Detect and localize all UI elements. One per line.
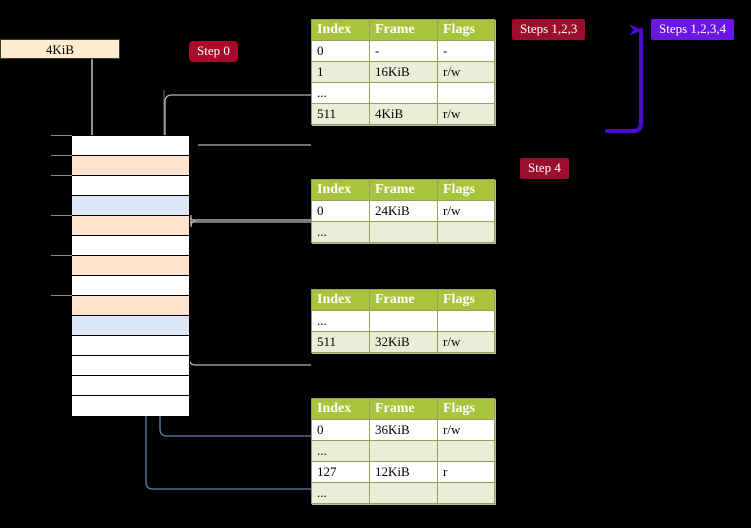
memory-row [72, 136, 189, 156]
table-cell [437, 82, 495, 104]
table-cell [369, 82, 438, 104]
memory-row [72, 156, 189, 176]
column-header-flags: Flags [437, 179, 495, 201]
column-header-frame: Frame [369, 19, 438, 41]
table-cell: 0 [311, 200, 370, 222]
table-row: 0-- [311, 40, 495, 62]
column-header-index: Index [311, 289, 370, 311]
table-cell: r [437, 461, 495, 483]
table-cell: r/w [437, 103, 495, 125]
table-row: ... [311, 82, 495, 104]
memory-row-tick [51, 255, 72, 256]
table-cell [369, 310, 438, 332]
table-cell: 0 [311, 419, 370, 441]
memory-row-tick [51, 295, 72, 296]
badge-step-0: Step 0 [189, 41, 238, 62]
memory-row [72, 256, 189, 276]
memory-row [72, 376, 189, 396]
badge-steps-123: Steps 1,2,3 [512, 19, 586, 40]
column-header-index: Index [311, 19, 370, 41]
table-cell [369, 221, 438, 243]
table-cell: ... [311, 440, 370, 462]
memory-row [72, 176, 189, 196]
table-cell [437, 221, 495, 243]
table-cell: r/w [437, 331, 495, 353]
table-cell: r/w [437, 61, 495, 83]
memory-row [72, 296, 189, 316]
table-row: ... [311, 221, 495, 243]
table-cell: 36KiB [369, 419, 438, 441]
table-cell [437, 482, 495, 504]
column-header-frame: Frame [369, 398, 438, 420]
table-cell: - [369, 40, 438, 62]
memory-row [72, 276, 189, 296]
column-header-frame: Frame [369, 179, 438, 201]
memory-row [72, 236, 189, 256]
table-cell: 511 [311, 331, 370, 353]
table-row: ... [311, 482, 495, 504]
badge-step-4: Step 4 [520, 158, 569, 179]
table-row: ... [311, 440, 495, 462]
memory-row [72, 216, 189, 236]
memory-row [72, 196, 189, 216]
column-header-flags: Flags [437, 19, 495, 41]
column-header-index: Index [311, 179, 370, 201]
table-cell: 16KiB [369, 61, 438, 83]
table-cell: r/w [437, 419, 495, 441]
table-cell [437, 440, 495, 462]
table-cell: 24KiB [369, 200, 438, 222]
table-cell: 32KiB [369, 331, 438, 353]
table-cell: 511 [311, 103, 370, 125]
memory-row [72, 336, 189, 356]
memory-row-tick [51, 135, 72, 136]
memory-row [72, 316, 189, 336]
memory-row [72, 356, 189, 376]
badge-steps-1234: Steps 1,2,3,4 [651, 19, 735, 40]
column-header-flags: Flags [437, 398, 495, 420]
table-cell: ... [311, 310, 370, 332]
physical-memory-column [51, 135, 190, 416]
table-cell: 4KiB [369, 103, 438, 125]
table-cell: ... [311, 482, 370, 504]
table-cell: ... [311, 82, 370, 104]
table-cell: 0 [311, 40, 370, 62]
table-cell: 127 [311, 461, 370, 483]
table-cell: 12KiB [369, 461, 438, 483]
memory-row-tick [51, 215, 72, 216]
table-cell [369, 482, 438, 504]
memory-row-tick [51, 175, 72, 176]
table-cell: r/w [437, 200, 495, 222]
table-cell: 1 [311, 61, 370, 83]
column-header-index: Index [311, 398, 370, 420]
source-frame-box: 4KiB [0, 39, 120, 59]
table-cell: ... [311, 221, 370, 243]
memory-row-tick [51, 155, 72, 156]
table-cell [369, 440, 438, 462]
table-row: ... [311, 310, 495, 332]
memory-row [72, 396, 189, 416]
column-header-flags: Flags [437, 289, 495, 311]
table-cell [437, 310, 495, 332]
column-header-frame: Frame [369, 289, 438, 311]
table-cell: - [437, 40, 495, 62]
